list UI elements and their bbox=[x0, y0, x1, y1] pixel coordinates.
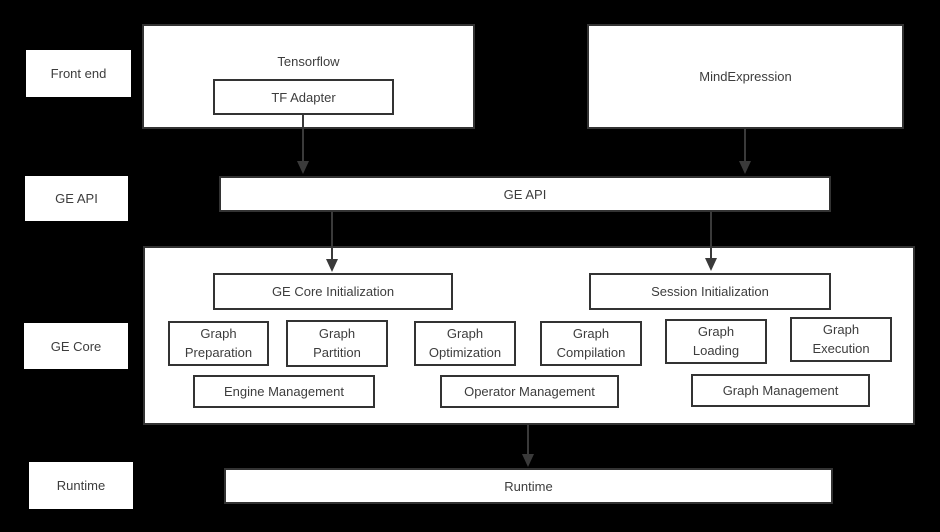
arrow-ge-api-to-ge-core-init bbox=[326, 212, 338, 272]
arrow-shaft bbox=[302, 115, 304, 165]
ge-core-initialization-box: GE Core Initialization bbox=[213, 273, 453, 310]
arrow-head bbox=[739, 161, 751, 174]
arrow-mindexpression-to-ge-api bbox=[739, 129, 751, 174]
ge-api-bar: GE API bbox=[219, 176, 831, 212]
layer-label-ge-api: GE API bbox=[25, 176, 128, 221]
arrow-shaft bbox=[527, 425, 529, 458]
graph-execution-box: Graph Execution bbox=[790, 317, 892, 362]
session-initialization-box: Session Initialization bbox=[589, 273, 831, 310]
tf-adapter-box: TF Adapter bbox=[213, 79, 394, 115]
runtime-bar: Runtime bbox=[224, 468, 833, 504]
graph-management-box: Graph Management bbox=[691, 374, 870, 407]
arrow-head bbox=[297, 161, 309, 174]
graph-optimization-box: Graph Optimization bbox=[414, 321, 516, 366]
mindexpression-box: MindExpression bbox=[587, 24, 904, 129]
arrow-shaft bbox=[744, 129, 746, 165]
layer-label-ge-core: GE Core bbox=[24, 323, 128, 369]
arrow-tf-adapter-to-ge-api bbox=[297, 115, 309, 174]
tensorflow-label: Tensorflow bbox=[277, 54, 340, 69]
graph-compilation-box: Graph Compilation bbox=[540, 321, 642, 366]
engine-management-box: Engine Management bbox=[193, 375, 375, 408]
arrow-shaft bbox=[710, 212, 712, 262]
arrow-ge-api-to-session-init bbox=[705, 212, 717, 271]
arrow-shaft bbox=[331, 212, 333, 263]
graph-partition-box: Graph Partition bbox=[286, 320, 388, 367]
layer-label-front-end: Front end bbox=[26, 50, 131, 97]
arrow-ge-core-to-runtime bbox=[522, 425, 534, 467]
operator-management-box: Operator Management bbox=[440, 375, 619, 408]
arrow-head bbox=[326, 259, 338, 272]
layer-label-runtime: Runtime bbox=[29, 462, 133, 509]
graph-preparation-box: Graph Preparation bbox=[168, 321, 269, 366]
arrow-head bbox=[522, 454, 534, 467]
graph-loading-box: Graph Loading bbox=[665, 319, 767, 364]
ge-core-box: GE Core Initialization Session Initializ… bbox=[143, 246, 915, 425]
arrow-head bbox=[705, 258, 717, 271]
